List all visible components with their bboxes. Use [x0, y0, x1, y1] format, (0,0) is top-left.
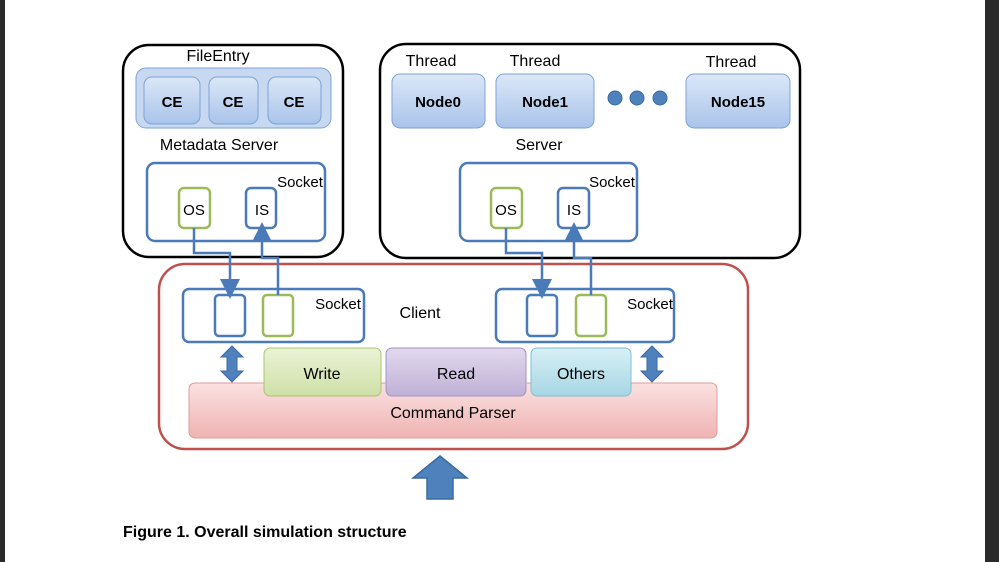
- node15-box: Node15: [685, 73, 791, 129]
- server-title: Server: [515, 137, 563, 154]
- others-box: Others: [530, 347, 632, 397]
- client-socket-right-label: Socket: [627, 296, 674, 313]
- left-border: [0, 0, 5, 562]
- client-to-server-is-arrow: [564, 222, 593, 295]
- input-up-arrow: [410, 455, 470, 500]
- ce-box-1: CE: [143, 76, 201, 125]
- ce-label: CE: [162, 94, 183, 111]
- thread-label-2: Thread: [510, 53, 561, 70]
- file-entry-label: FileEntry: [186, 48, 249, 65]
- thread-label-3: Thread: [706, 54, 757, 71]
- client-left-out-box: [261, 293, 295, 338]
- os-label: OS: [183, 202, 205, 219]
- metadata-socket-label: Socket: [277, 174, 324, 191]
- os-label: OS: [495, 202, 517, 219]
- node-label: Node15: [711, 94, 765, 111]
- server-os-box: OS: [489, 186, 524, 230]
- left-double-arrow: [219, 345, 245, 383]
- write-label: Write: [303, 366, 340, 383]
- client-to-metadata-is-arrow: [252, 222, 280, 295]
- right-double-arrow: [639, 345, 665, 383]
- ellipsis-dots: [607, 90, 668, 106]
- client-right-out-box: [574, 293, 608, 338]
- thread-label-1: Thread: [406, 53, 457, 70]
- metadata-is-box: IS: [244, 186, 278, 230]
- server-socket-label: Socket: [589, 174, 636, 191]
- client-socket-left-label: Socket: [315, 296, 362, 313]
- ce-label: CE: [284, 94, 305, 111]
- command-parser-label: Command Parser: [390, 405, 516, 422]
- ce-box-2: CE: [208, 76, 259, 125]
- figure-caption: Figure 1. Overall simulation structure: [123, 524, 407, 541]
- others-label: Others: [557, 366, 605, 383]
- read-box: Read: [385, 347, 527, 397]
- metadata-os-to-client-arrow: [192, 228, 240, 299]
- ce-label: CE: [223, 94, 244, 111]
- client-right-in-box: [525, 293, 559, 338]
- metadata-os-box: OS: [177, 186, 212, 230]
- client-title: Client: [400, 305, 441, 322]
- metadata-server-title: Metadata Server: [160, 137, 279, 154]
- server-is-box: IS: [556, 186, 591, 230]
- command-parser-box: Command Parser: [188, 382, 718, 439]
- read-label: Read: [437, 366, 475, 383]
- client-left-in-box: [213, 293, 247, 338]
- is-label: IS: [567, 202, 581, 219]
- node-label: Node0: [415, 94, 461, 111]
- server-os-to-client-arrow: [504, 228, 552, 299]
- node-label: Node1: [522, 94, 568, 111]
- write-box: Write: [263, 347, 382, 397]
- ce-box-3: CE: [267, 76, 322, 125]
- is-label: IS: [255, 202, 269, 219]
- node1-box: Node1: [495, 73, 595, 129]
- right-border: [985, 0, 999, 562]
- node0-box: Node0: [391, 73, 486, 129]
